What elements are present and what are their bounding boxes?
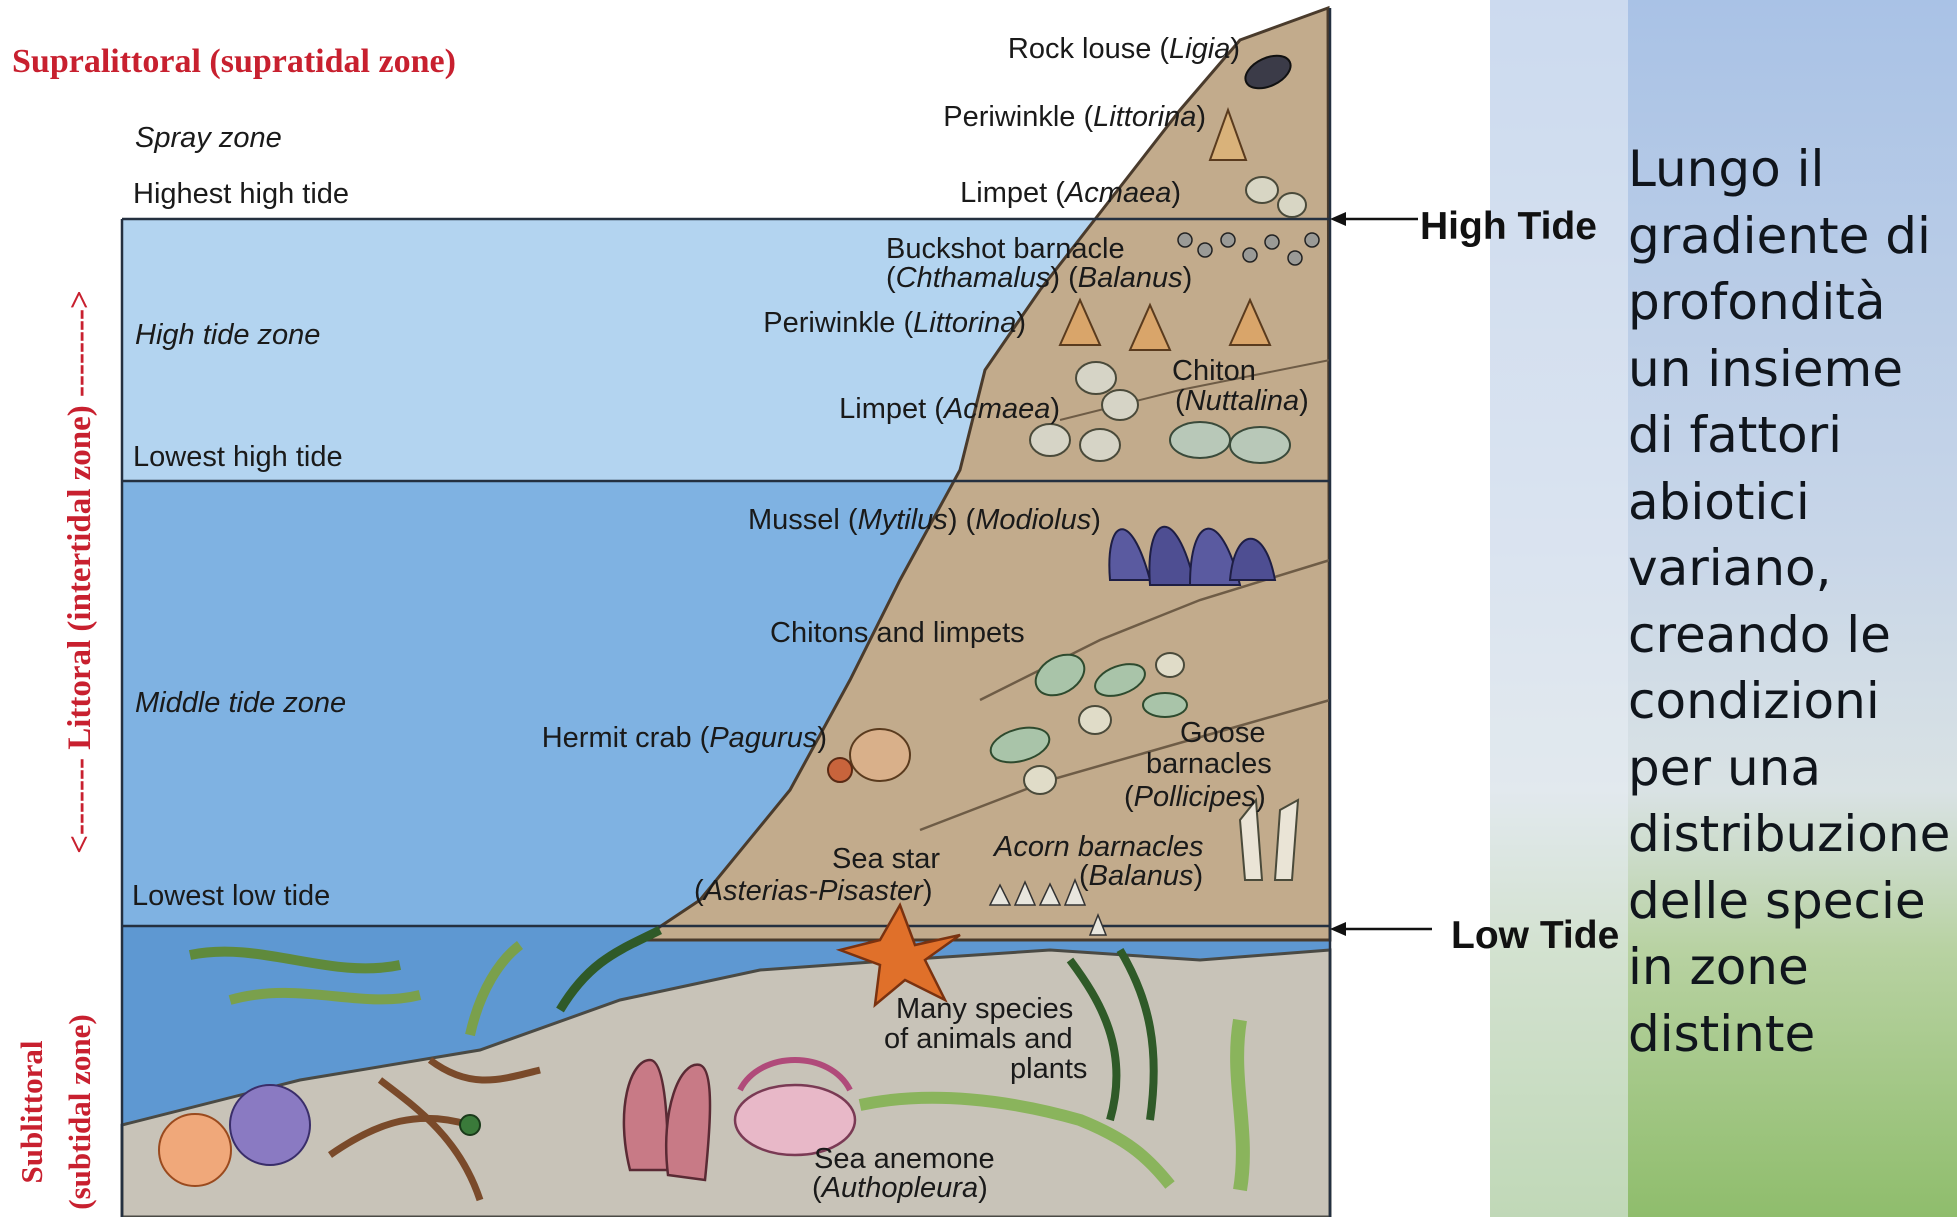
chitons-limpets-label: Chitons and limpets (770, 617, 1025, 649)
many-species-label-1: Many species (896, 993, 1073, 1025)
goose-barnacles-genus-label: (Pollicipes) (1124, 781, 1266, 813)
littoral-label: <------- Littoral (intertidal zone) ----… (62, 290, 98, 854)
subtidal-zone-label: (subtidal zone) (62, 1014, 97, 1210)
mussel-label: Mussel (Mytilus) (Modiolus) (748, 504, 1101, 536)
high-tide-zone-label: High tide zone (135, 319, 320, 351)
goose-barnacles-label-2: barnacles (1146, 748, 1272, 780)
chiton-genus-label: (Nuttalina) (1175, 385, 1309, 417)
chiton-label: Chiton (1172, 355, 1256, 387)
many-species-label-2: of animals and (884, 1023, 1073, 1055)
sea-anemone-genus-label: (Authopleura) (812, 1172, 988, 1204)
periwinkle-mid-label: Periwinkle (Littorina) (763, 307, 1026, 339)
acorn-barnacles-genus-label: (Balanus) (1079, 860, 1203, 892)
sea-star-genus-label: (Asterias-Pisaster) (694, 875, 933, 907)
middle-tide-zone-label: Middle tide zone (135, 687, 346, 719)
lowest-low-tide-label: Lowest low tide (132, 880, 330, 912)
limpet-top-label: Limpet (Acmaea) (960, 177, 1181, 209)
acorn-barnacles-label: Acorn barnacles (992, 831, 1204, 863)
hermit-crab-label: Hermit crab (Pagurus) (542, 722, 827, 754)
rock-louse-label: Rock louse (Ligia) (1008, 33, 1240, 65)
highest-high-tide-label: Highest high tide (133, 178, 349, 210)
goose-barnacles-label-1: Goose (1180, 717, 1265, 749)
low-tide-label: Low Tide (1451, 914, 1619, 957)
high-tide-arrow-head (1330, 212, 1346, 226)
side-panel-light-strip (1490, 0, 1628, 1217)
lowest-high-tide-label: Lowest high tide (133, 441, 343, 473)
zonation-description: Lungo il gradiente di profondità un insi… (1628, 136, 1957, 1067)
low-tide-arrow-head (1330, 922, 1346, 936)
sublittoral-label: Sublittoral (14, 1040, 49, 1183)
buckshot-barnacle-genus-label: (Chthamalus) (Balanus) (886, 262, 1192, 294)
supralittoral-label: Supralittoral (supratidal zone) (12, 43, 456, 80)
sea-star-label: Sea star (832, 843, 940, 875)
high-tide-label: High Tide (1420, 205, 1597, 248)
periwinkle-top-label: Periwinkle (Littorina) (943, 101, 1206, 133)
buckshot-barnacle-label: Buckshot barnacle (886, 233, 1125, 265)
sea-anemone-label: Sea anemone (814, 1143, 995, 1175)
limpet-mid-label: Limpet (Acmaea) (839, 393, 1060, 425)
spray-zone-label: Spray zone (135, 122, 282, 154)
many-species-label-3: plants (1010, 1053, 1087, 1085)
